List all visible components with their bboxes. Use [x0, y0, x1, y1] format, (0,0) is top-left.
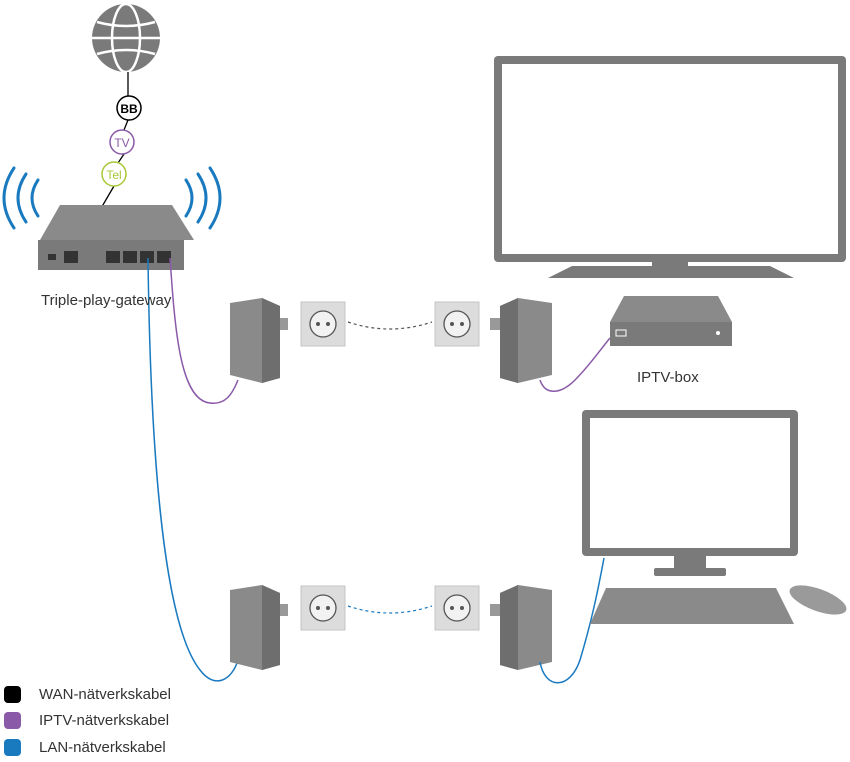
powerline-link-iptv [347, 321, 433, 330]
legend-item-wan: WAN-nätverkskabel [4, 684, 171, 704]
powerline-adapter-icon [230, 298, 288, 383]
wall-outlet-icon [300, 301, 346, 347]
lan-cable-router [147, 257, 239, 682]
lan-cable-computer [539, 557, 605, 684]
legend-label-iptv: IPTV-nätverkskabel [39, 711, 170, 729]
wall-outlet-icon [434, 301, 480, 347]
gateway-label: Triple-play-gateway [41, 292, 172, 309]
legend-item-lan: LAN-nätverkskabel [4, 737, 166, 757]
legend-swatch-wan [4, 685, 21, 703]
iptv-cable-box [539, 337, 611, 392]
set-top-box-icon [610, 296, 732, 346]
tel-badge: Tel [101, 161, 127, 187]
monitor-icon [582, 410, 798, 576]
iptv-box-label: IPTV-box [637, 369, 699, 386]
powerline-link-lan [347, 605, 433, 614]
globe-icon [92, 2, 160, 74]
tv-badge: TV [109, 129, 135, 155]
wall-outlet-icon [434, 585, 480, 631]
mouse-icon [789, 585, 847, 615]
tv-icon [494, 56, 846, 278]
iptv-cable-router [169, 257, 239, 404]
powerline-adapter-icon [490, 585, 552, 670]
legend-label-lan: LAN-nätverkskabel [39, 738, 166, 756]
legend-swatch-lan [4, 738, 21, 756]
wall-outlet-icon [300, 585, 346, 631]
legend-label-wan: WAN-nätverkskabel [39, 685, 171, 703]
bb-badge: BB [116, 95, 142, 121]
bb-badge-label: BB [120, 102, 138, 116]
tel-badge-label: Tel [106, 168, 121, 182]
wan-cable [71, 72, 129, 259]
powerline-adapter-icon [490, 298, 552, 383]
wifi-waves-icon [2, 166, 222, 230]
legend-swatch-iptv [4, 711, 21, 729]
powerline-adapter-icon [230, 585, 288, 670]
router-icon [38, 205, 194, 270]
tv-badge-label: TV [114, 136, 129, 150]
keyboard-icon [590, 588, 794, 624]
legend-item-iptv: IPTV-nätverkskabel [4, 710, 169, 730]
